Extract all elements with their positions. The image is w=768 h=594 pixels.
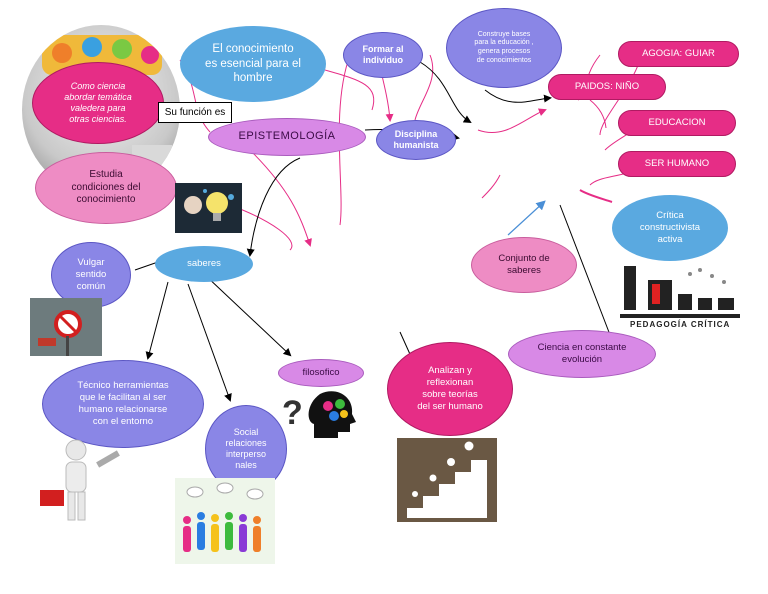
toolbox-figure-graphic [40,439,120,521]
ciencia-evolucion-node: Ciencia en constante evolución [508,330,656,378]
disciplina-label: Disciplina humanista [393,128,439,150]
conjunto-saberes-label: Conjunto de saberes [498,253,550,276]
head-gears-image: ? [280,384,358,440]
road-sign-image [30,298,102,356]
epistemologia-node: EPISTEMOLOGÍA [208,118,366,156]
toolbox-figure-image [28,434,128,526]
tecnico-label: Técnico herramientas que le facilitan al… [77,380,169,427]
people-graphic [183,482,264,552]
social-label: Social relaciones interperso nales [225,426,267,471]
head-gears-graphic: ? [282,391,356,438]
lightbulb-graphic [184,189,234,221]
stairs-graphic [407,441,487,518]
filosofico-label: filosofico [302,367,340,379]
conocimiento-hombre-node: El conocimiento es esencial para el homb… [180,26,326,102]
formar-individuo-label: Formar al individuo [362,43,404,65]
como-ciencia-node: Como ciencia abordar temática valedera p… [32,62,164,144]
estudia-node: Estudia condiciones del conocimiento [35,152,177,224]
pedagogia-critica-image: PEDAGOGÍA CRÍTICA [620,262,740,330]
conocimiento-hombre-label: El conocimiento es esencial para el homb… [205,43,301,85]
educacion-node: EDUCACION [618,110,736,136]
conjunto-saberes-node: Conjunto de saberes [471,237,577,293]
su-funcion-label: Su función es [164,107,226,118]
saberes-node: saberes [155,246,253,282]
su-funcion-box: Su función es [158,102,232,123]
tecnico-node: Técnico herramientas que le facilitan al… [42,360,204,448]
construye-bases-node: Construye bases para la educación , gene… [446,8,562,88]
ser-humano-node: SER HUMANO [618,151,736,177]
educacion-label: EDUCACION [648,117,706,129]
vulgar-label: Vulgar sentido común [75,257,107,292]
paidos-label: PAIDOS: NIÑO [574,81,640,93]
blue-connector [507,200,546,236]
paidos-node: PAIDOS: NIÑO [548,74,666,100]
pedagogia-critica-caption: PEDAGOGÍA CRÍTICA [630,320,731,329]
critica-node: Crítica constructivista activa [612,195,728,261]
saberes-label: saberes [187,258,221,270]
stairs-image [397,438,497,522]
pedagogia-critica-graphic [620,266,740,318]
construye-bases-label: Construye bases para la educación , gene… [474,30,534,64]
critica-label: Crítica constructivista activa [639,210,701,245]
vulgar-node: Vulgar sentido común [51,242,131,308]
como-ciencia-label: Como ciencia abordar temática valedera p… [64,80,132,125]
agogia-node: AGOGIA: GUIAR [618,41,739,67]
lightbulb-image [175,183,242,233]
ciencia-evolucion-label: Ciencia en constante evolución [537,342,627,365]
svg-text:?: ? [282,394,303,432]
estudia-label: Estudia condiciones del conocimiento [71,169,141,206]
analizan-node: Analizan y reflexionan sobre teorías del… [387,342,513,436]
disciplina-node: Disciplina humanista [376,120,456,160]
people-image [175,478,275,564]
analizan-label: Analizan y reflexionan sobre teorías del… [417,365,483,412]
formar-individuo-node: Formar al individuo [343,32,423,78]
ser-humano-label: SER HUMANO [644,158,710,170]
epistemologia-label: EPISTEMOLOGÍA [238,130,336,143]
road-sign-graphic [38,310,82,356]
filosofico-node: filosofico [278,359,364,387]
agogia-label: AGOGIA: GUIAR [642,48,715,60]
